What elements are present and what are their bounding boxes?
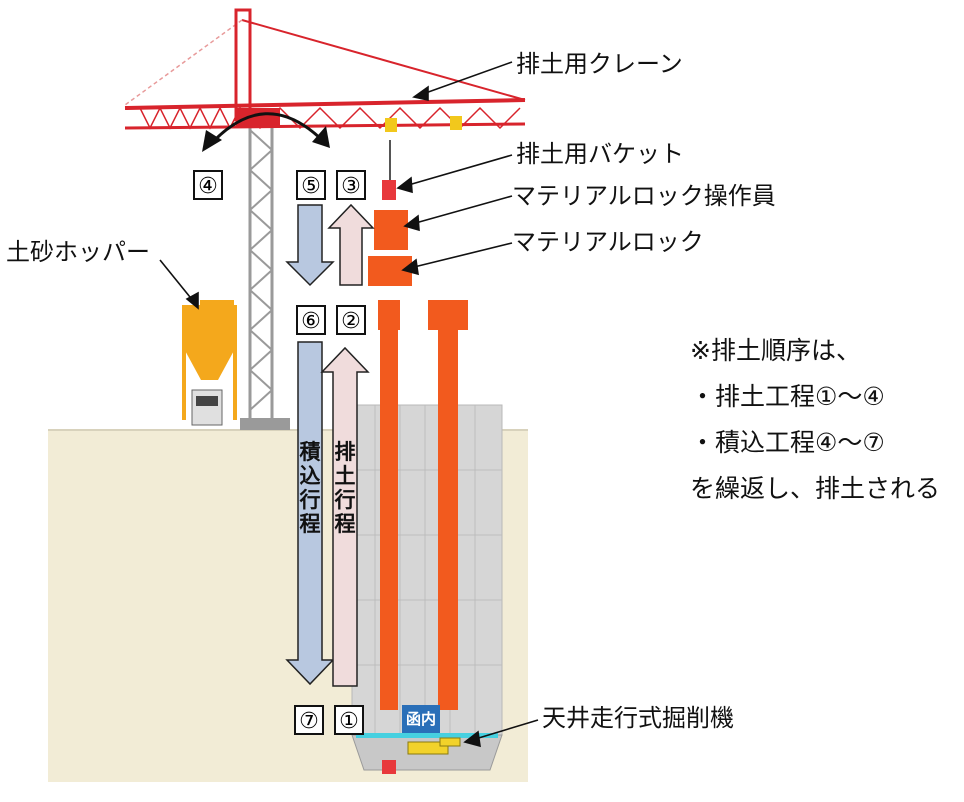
material-shaft bbox=[368, 140, 412, 774]
note-line-4: を繰返し、排土される bbox=[690, 474, 941, 503]
label-operator: マテリアルロック操作員 bbox=[512, 182, 776, 210]
step-1: ① bbox=[334, 705, 364, 735]
step-6: ⑥ bbox=[296, 305, 326, 335]
note-line-1: ※排土順序は、 bbox=[690, 336, 861, 365]
label-material-lock: マテリアルロック bbox=[512, 228, 704, 256]
man-shaft bbox=[428, 300, 468, 710]
label-crane: 排土用クレーン bbox=[516, 50, 683, 78]
soil-hopper bbox=[182, 300, 237, 426]
excavator bbox=[407, 737, 461, 755]
label-hopper: 土砂ホッパー bbox=[6, 238, 150, 266]
crane-jib bbox=[124, 8, 526, 132]
leader-lines bbox=[159, 61, 539, 748]
caisson-tag: 函内 bbox=[402, 705, 440, 733]
step-5: ⑤ bbox=[296, 170, 326, 200]
step-3: ③ bbox=[336, 170, 366, 200]
phase-loading: 積込行程 bbox=[299, 440, 321, 536]
caisson-wall bbox=[351, 404, 503, 736]
step-2: ② bbox=[336, 305, 366, 335]
crane-tower bbox=[240, 118, 290, 430]
note-line-2: ・排土工程①～④ bbox=[690, 382, 885, 411]
discharge-arrows bbox=[320, 203, 375, 687]
note-line-3: ・積込工程④～⑦ bbox=[690, 428, 885, 457]
phase-discharge: 排土行程 bbox=[334, 440, 356, 536]
loading-arrows bbox=[285, 204, 335, 686]
label-bucket: 排土用バケット bbox=[516, 140, 684, 168]
step-4: ④ bbox=[193, 170, 223, 200]
rotation-arrow bbox=[208, 112, 324, 147]
label-excavator: 天井走行式掘削機 bbox=[542, 704, 734, 732]
step-7: ⑦ bbox=[294, 705, 324, 735]
